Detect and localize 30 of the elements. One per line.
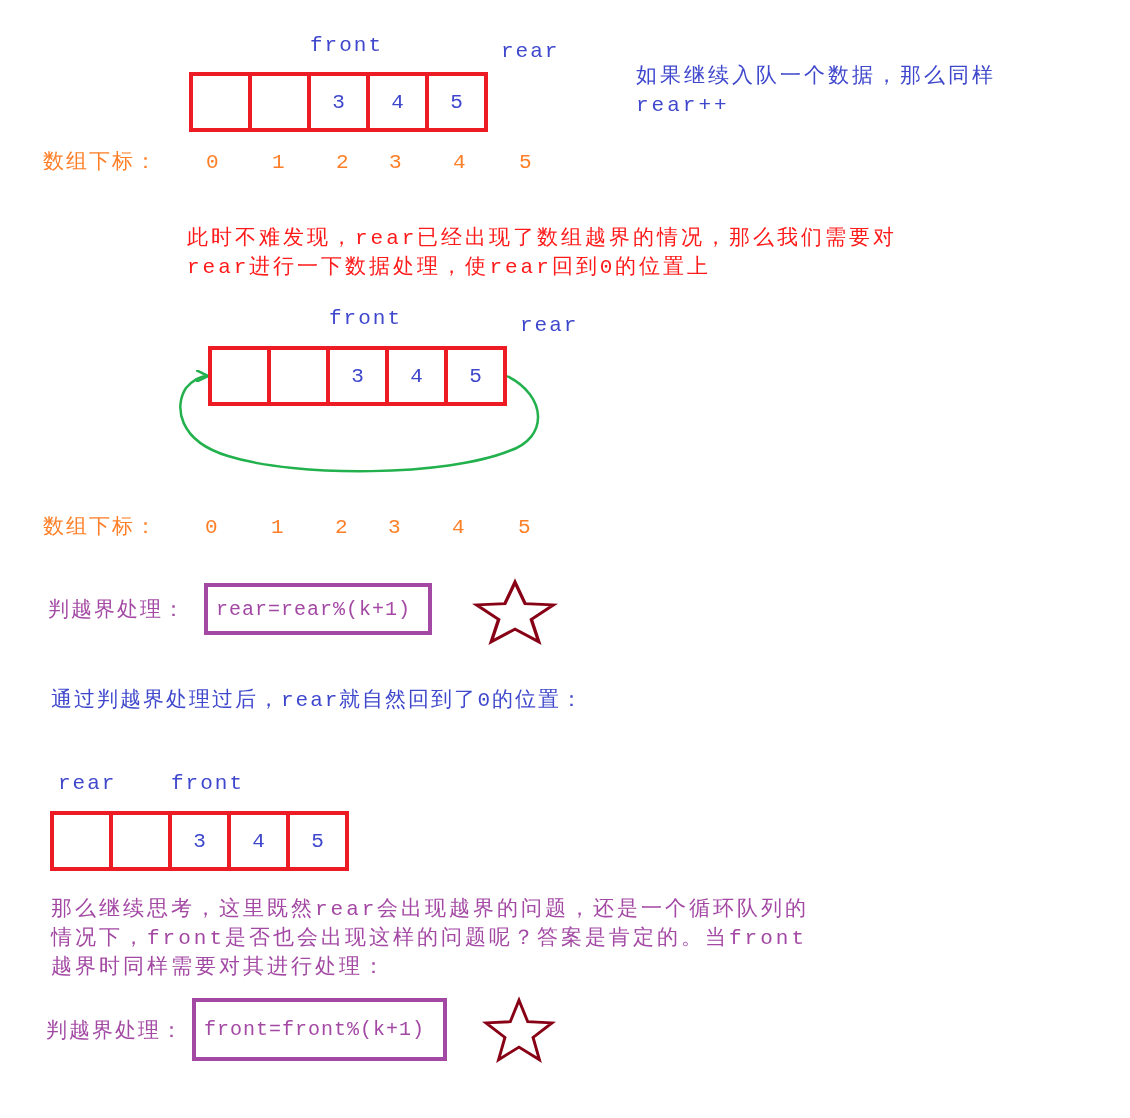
formula-caption: 判越界处理： <box>48 598 186 624</box>
star-shape <box>482 996 556 1066</box>
index-number: 2 <box>336 150 351 176</box>
formula-box: rear=rear%(k+1) <box>204 583 432 635</box>
index-number: 4 <box>453 150 468 176</box>
pointer-label: rear <box>501 39 560 65</box>
index-number: 0 <box>206 150 221 176</box>
pointer-label: front <box>171 771 244 797</box>
index-number: 2 <box>335 515 350 541</box>
index-caption: 数组下标： <box>43 150 158 176</box>
note-text: 那么继续思考，这里既然rear会出现越界的问题，还是一个循环队列的情况下，front是否也会出现这样的问题呢？答案是肯定的。当front越界时同样需要对其进行处理： <box>51 896 811 981</box>
note-text: 此时不难发现，rear已经出现了数组越界的情况，那么我们需要对rear进行一下数据处理，使rear回到0的位置上 <box>187 225 899 281</box>
pointer-label: front <box>310 33 383 59</box>
formula-caption: 判越界处理： <box>46 1019 184 1045</box>
pointer-label: rear <box>58 771 117 797</box>
loop-arrow <box>179 369 540 473</box>
index-number: 5 <box>518 515 533 541</box>
note-text: 通过判越界处理过后，rear就自然回到了0的位置： <box>51 688 584 714</box>
note-text: 如果继续入队一个数据，那么同样rear++ <box>636 63 997 119</box>
pointer-label: rear <box>520 313 579 339</box>
index-number: 1 <box>271 515 286 541</box>
index-number: 3 <box>388 515 403 541</box>
index-number: 1 <box>272 150 287 176</box>
index-number: 4 <box>452 515 467 541</box>
index-number: 0 <box>205 515 220 541</box>
index-caption: 数组下标： <box>43 515 158 541</box>
index-number: 3 <box>389 150 404 176</box>
index-number: 5 <box>519 150 534 176</box>
pointer-label: front <box>329 306 402 332</box>
formula-box: front=front%(k+1) <box>192 998 447 1061</box>
